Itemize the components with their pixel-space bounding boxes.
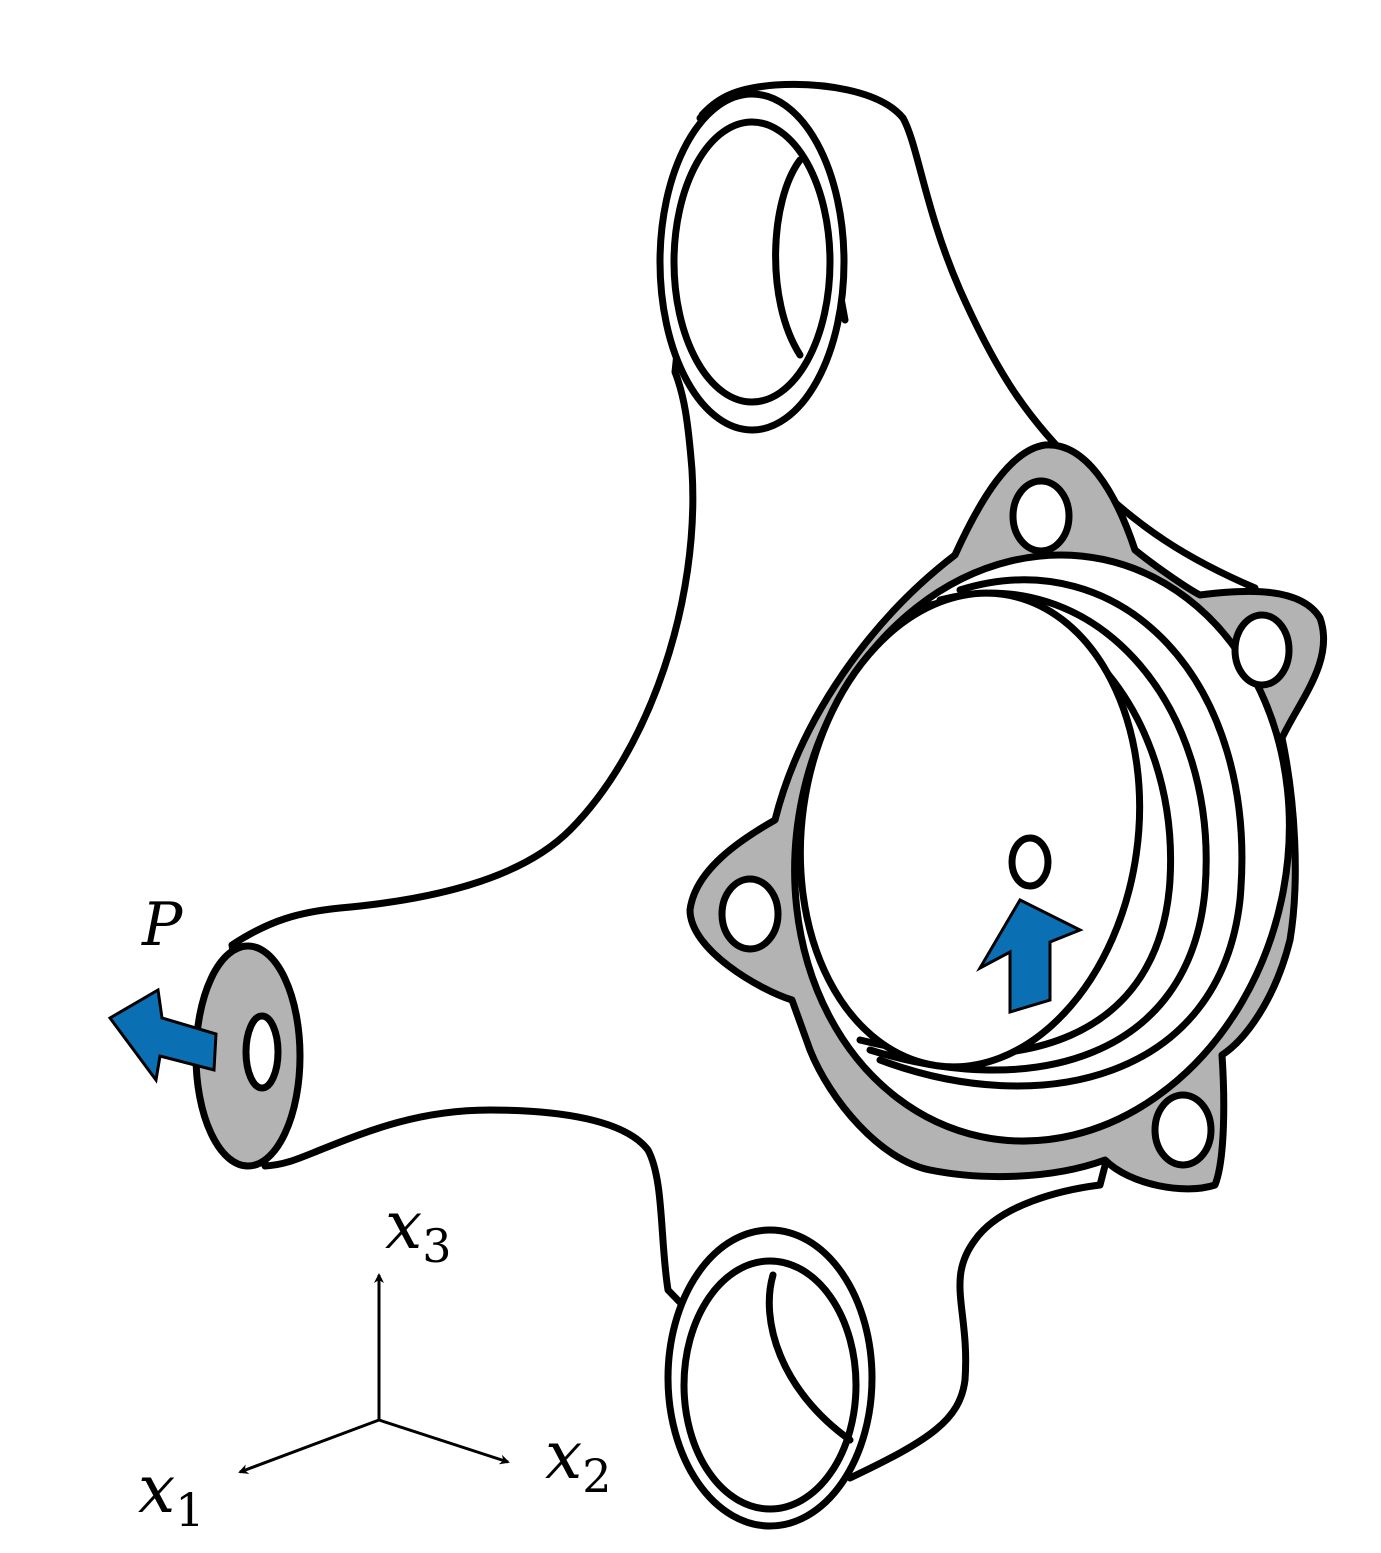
bottom-boss-bore-edge [765,1271,854,1444]
hub-groove-1 [876,576,1246,1090]
axis-x2-label: x2 [545,1417,612,1503]
hub-inner-bore [796,589,1144,1071]
axis-x3-label: x3 [385,1187,452,1273]
bolt-hole-right [1231,611,1293,689]
axis-x1-label: x1 [138,1451,205,1537]
bolt-hole-bottom-right [1151,1091,1215,1169]
bottom-boss-inner [680,1257,860,1513]
bolt-hole-top [1009,477,1073,555]
load-label: P [141,890,184,960]
bolt-hole-left [718,875,782,953]
hub-arrow [976,898,1084,1015]
axis-x2-line [378,1418,510,1465]
top-boss-bore-edge [772,156,804,359]
top-boss-inner [670,118,834,406]
axis-x1-line [238,1418,380,1474]
hub-center-hole [1008,834,1052,890]
load-face-hole [242,1012,282,1092]
load-arrow [107,987,218,1084]
hub-groove-2 [866,589,1210,1074]
